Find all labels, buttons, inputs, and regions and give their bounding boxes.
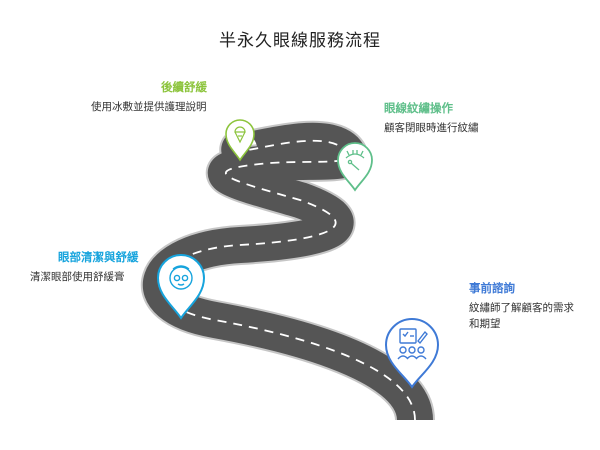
eyelash-tattoo-icon bbox=[345, 150, 365, 171]
stage-4-pin bbox=[225, 119, 255, 162]
ice-cream-icon bbox=[234, 126, 246, 144]
stage-2-title: 眼部清潔與舒緩 bbox=[58, 250, 139, 264]
stage-4-title: 後續舒緩 bbox=[161, 80, 207, 94]
stage-2-marker bbox=[156, 254, 206, 320]
consultation-checklist-icon bbox=[397, 328, 428, 360]
stage-3-title: 眼線紋繡操作 bbox=[384, 101, 453, 115]
page-title: 半永久眼線服務流程 bbox=[219, 31, 381, 51]
stage-4-marker bbox=[225, 119, 255, 162]
stage-2-desc: 清潔眼部使用舒緩膏 bbox=[30, 271, 125, 283]
stage-3-marker bbox=[337, 142, 373, 192]
stage-1-desc: 紋繡師了解顧客的需求和期望 bbox=[469, 302, 574, 330]
stage-1-title: 事前諮詢 bbox=[469, 281, 515, 295]
stage-4-desc: 使用冰敷並提供護理說明 bbox=[91, 101, 207, 113]
stage-1-marker bbox=[384, 318, 440, 389]
stage-3-desc: 顧客閉眼時進行紋繡 bbox=[384, 122, 479, 134]
stage-2-pin bbox=[156, 254, 206, 320]
face-cleansing-icon bbox=[169, 265, 193, 290]
